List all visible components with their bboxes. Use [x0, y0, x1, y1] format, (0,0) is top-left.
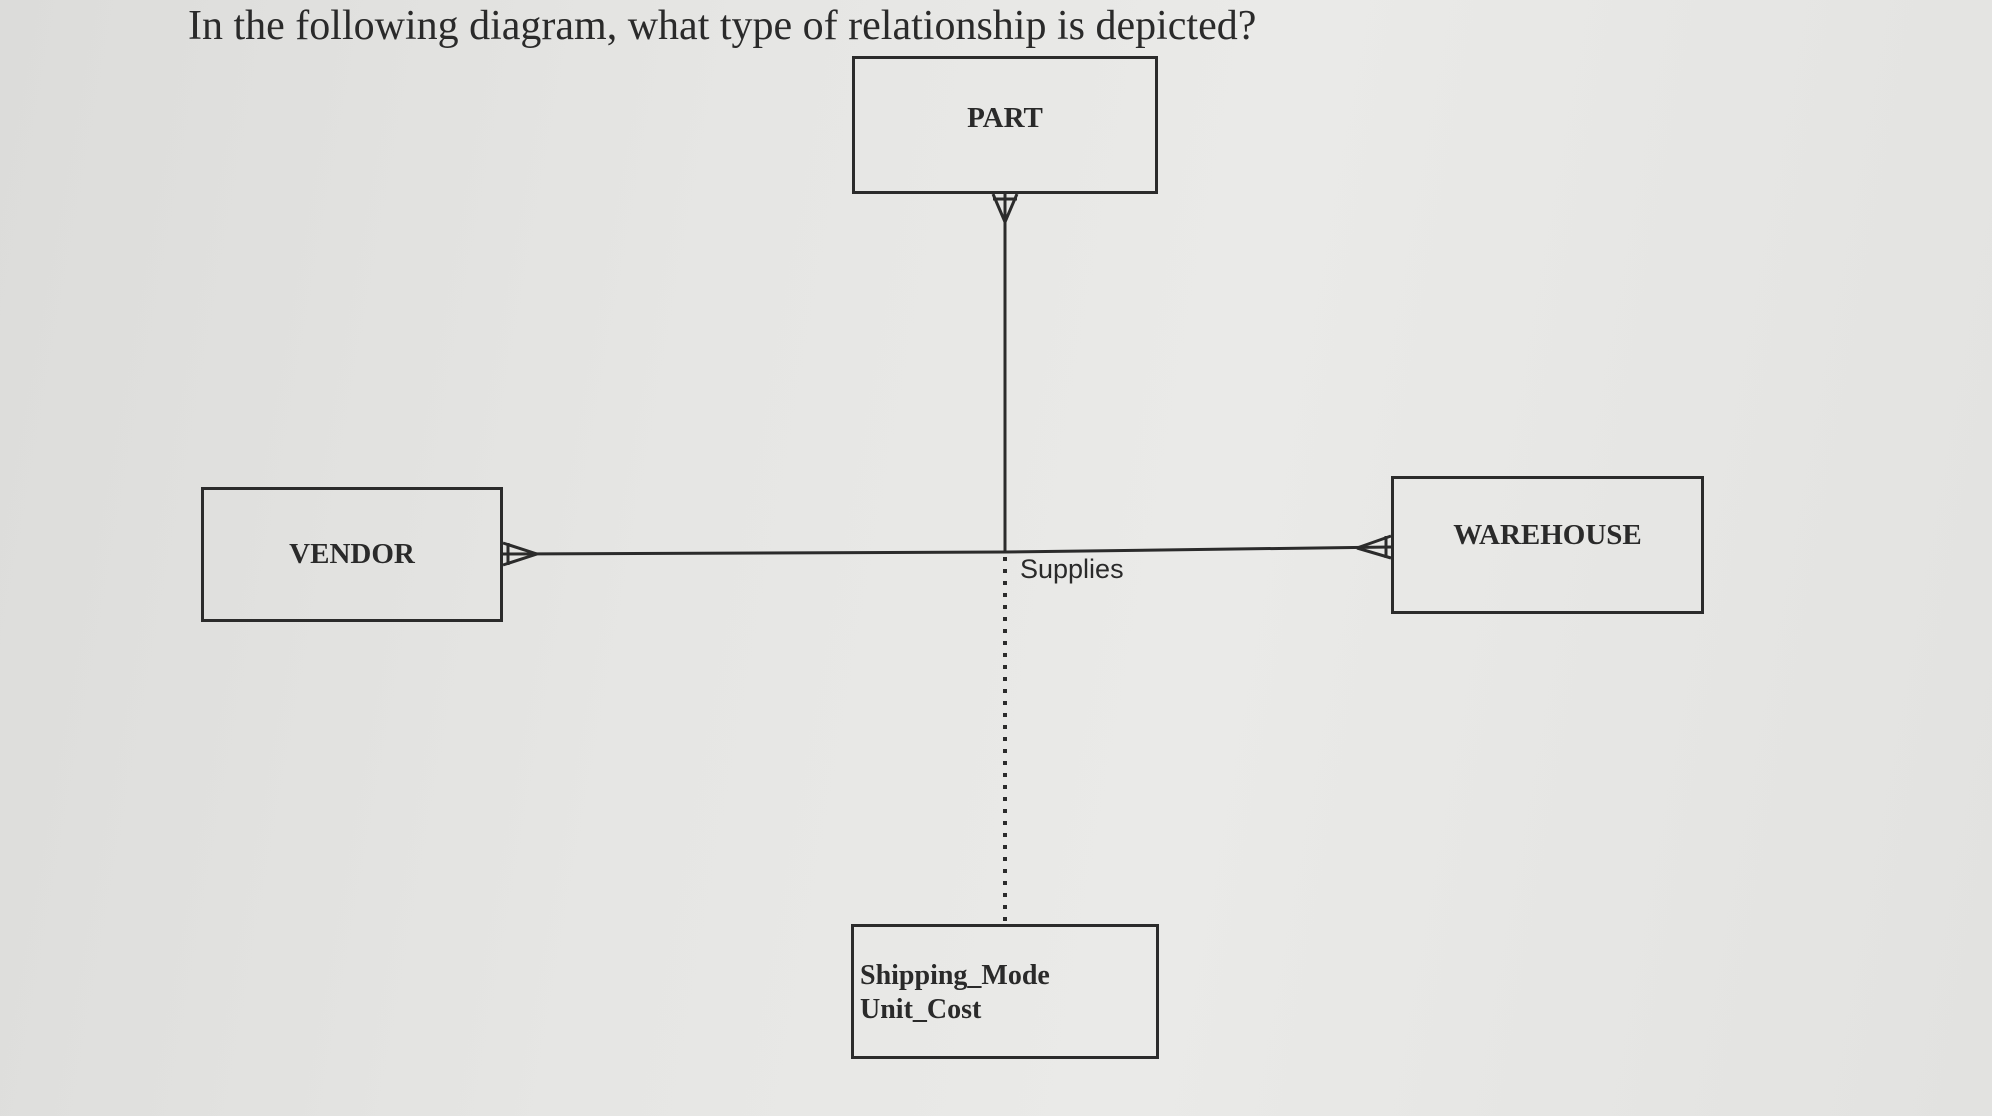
- attribute-shipping-mode: Shipping_Mode: [860, 960, 1050, 991]
- vendor-link-line: [502, 550, 1006, 556]
- part-crows-foot: [991, 193, 1019, 223]
- relationship-attributes-box: Shipping_Mode Unit_Cost: [851, 924, 1159, 1059]
- entity-part-label: PART: [967, 101, 1043, 134]
- warehouse-crows-foot: [1356, 534, 1392, 560]
- entity-warehouse-label: WAREHOUSE: [1453, 518, 1642, 551]
- entity-part: PART: [852, 56, 1158, 194]
- warehouse-link-line: [1004, 545, 1392, 554]
- entity-vendor: VENDOR: [201, 487, 503, 622]
- entity-warehouse: WAREHOUSE: [1391, 476, 1704, 614]
- relationship-label: Supplies: [1020, 554, 1124, 584]
- question-text: In the following diagram, what type of r…: [188, 3, 1257, 49]
- vendor-crows-foot: [502, 541, 538, 567]
- attribute-unit-cost: Unit_Cost: [860, 994, 982, 1025]
- entity-vendor-label: VENDOR: [289, 538, 415, 570]
